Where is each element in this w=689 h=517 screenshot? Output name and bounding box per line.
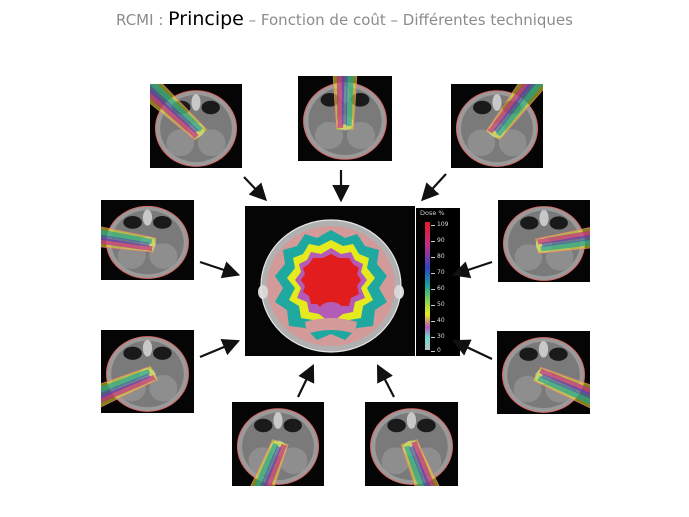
arrow-top-left xyxy=(243,176,268,202)
legend-tick: 30 xyxy=(431,333,445,340)
arrow-left-upper xyxy=(199,260,241,279)
title-main: Principe xyxy=(168,8,244,30)
arrow-right-lower xyxy=(452,339,493,360)
arrow-left-lower xyxy=(199,338,241,359)
dose-legend: Dose % 109 90 80 70 60 50 40 30 0 xyxy=(416,208,460,356)
title-rest: – Fonction de coût – Différentes techniq… xyxy=(243,11,573,29)
arrow-bottom-left xyxy=(297,364,315,398)
beam-view-bottom-right xyxy=(365,402,458,486)
legend-color-bar xyxy=(425,222,430,350)
legend-tick: 40 xyxy=(431,317,445,324)
arrow-right-upper xyxy=(451,260,493,279)
legend-tick: 0 xyxy=(431,347,441,354)
beam-view-right-upper xyxy=(498,200,590,282)
legend-tick: 60 xyxy=(431,285,445,292)
arrow-top-right xyxy=(421,173,447,202)
legend-tick: 80 xyxy=(431,253,445,260)
legend-tick: 50 xyxy=(431,301,445,308)
beam-view-left-upper xyxy=(101,200,194,280)
slide-title: RCMI : Principe – Fonction de coût – Dif… xyxy=(0,8,689,30)
beam-view-top-left xyxy=(150,84,242,168)
beam-view-bottom-left xyxy=(232,402,324,486)
beam-view-top-center xyxy=(298,76,392,161)
dose-distribution-image xyxy=(245,206,415,356)
beam-view-left-lower xyxy=(101,330,194,413)
beam-view-right-lower xyxy=(497,331,590,414)
legend-tick: 109 xyxy=(430,221,449,228)
legend-title: Dose % xyxy=(420,209,445,217)
legend-tick: 70 xyxy=(431,269,445,276)
beam-view-top-right xyxy=(451,84,543,168)
legend-tick: 90 xyxy=(431,237,445,244)
arrow-bottom-right xyxy=(376,364,395,398)
title-prefix: RCMI : xyxy=(116,11,169,29)
